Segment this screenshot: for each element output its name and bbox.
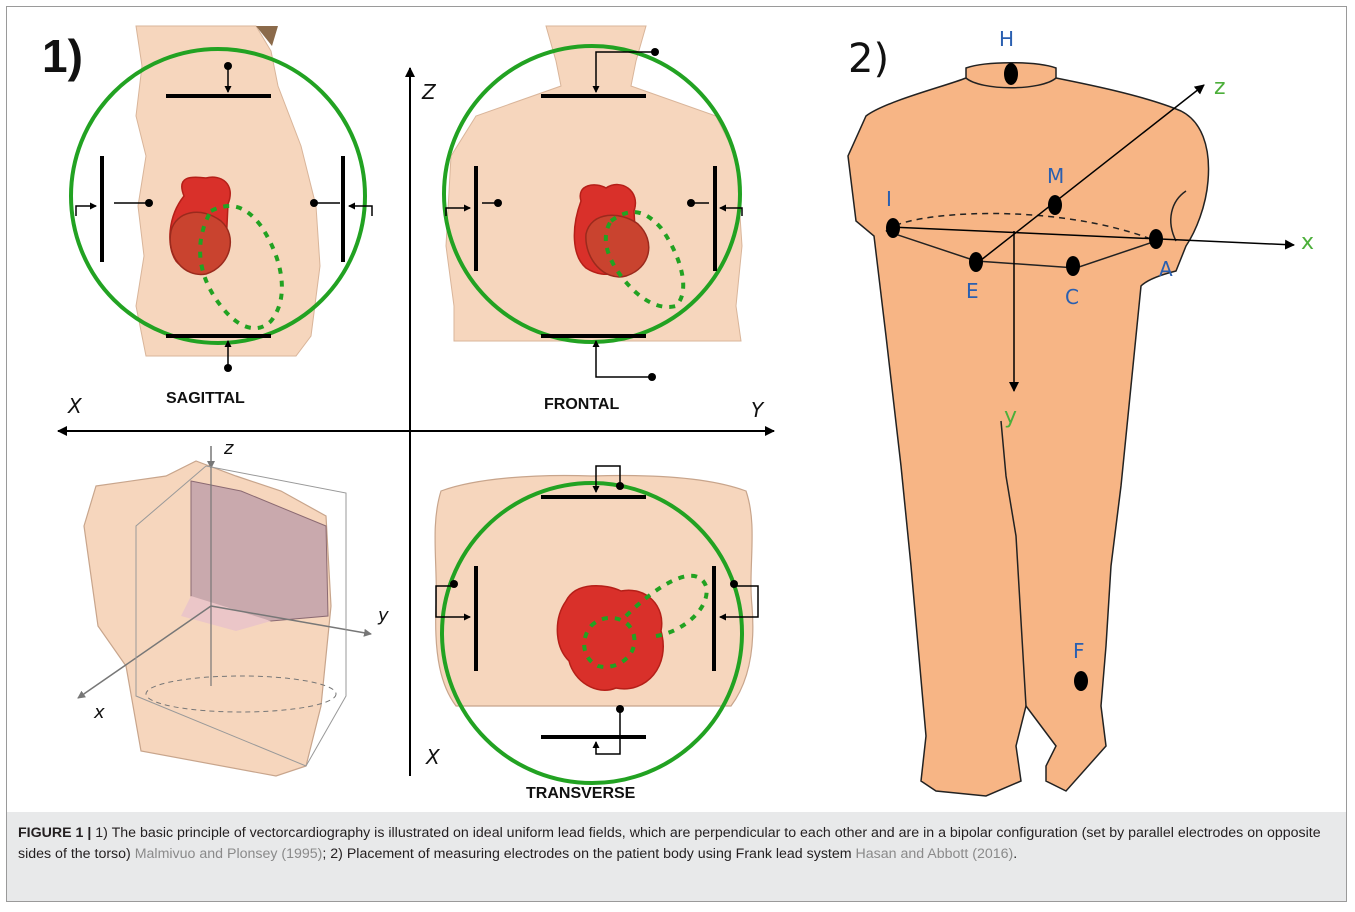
electrode-I-dot [886,218,900,238]
body-outline [848,63,1209,796]
electrode-label-A: A [1159,257,1173,281]
caption-citation-1[interactable]: Malmivuo and Plonsey (1995) [135,846,323,862]
electrode-label-I: I [886,187,892,211]
inset-axis-y: y [377,605,389,626]
frontal-view: FRONTAL [444,26,742,413]
electrode-label-C: C [1065,285,1079,309]
inset-axis-x: x [93,702,105,723]
sagittal-view: SAGITTAL [71,26,372,407]
body-axis-x: x [1301,230,1314,255]
caption-text: FIGURE 1 | 1) The basic principle of vec… [18,823,1335,865]
electrode-C-dot [1066,256,1080,276]
electrode-A-dot [1149,229,1163,249]
electrode-label-E: E [966,279,979,303]
axis-label-z: Z [421,80,437,104]
figure-caption: FIGURE 1 | 1) The basic principle of vec… [7,812,1346,901]
electrode-label-H: H [999,27,1014,51]
caption-figure-label: FIGURE 1 | [18,825,91,841]
panel-1-number: 1) [42,30,83,82]
inset-axis-z: z [223,438,234,459]
caption-body-3: . [1013,846,1017,862]
frontal-label: FRONTAL [544,396,619,413]
electrode-E-dot [969,252,983,272]
transverse-label: TRANSVERSE [526,785,636,802]
axis-label-x-left: X [67,394,83,418]
axis-label-y-right: Y [751,398,765,422]
panel-1: 1) Z X Y X [42,26,774,802]
electrode-F-dot [1074,671,1088,691]
sagittal-label: SAGITTAL [166,390,245,407]
caption-body-2: ; 2) Placement of measuring electrodes o… [322,846,855,862]
body-axis-y: y [1004,404,1017,429]
panel-2: 2) x y z H M I E C A [848,27,1314,796]
electrode-label-M: M [1047,164,1064,188]
panel-2-number: 2) [848,36,889,82]
figure-illustration: 1) Z X Y X [6,6,1347,812]
axis-label-x-bottom: X [425,745,441,769]
caption-citation-2[interactable]: Hasan and Abbott (2016) [856,846,1014,862]
transverse-view: TRANSVERSE [435,466,758,802]
electrode-H-dot [1004,63,1018,85]
inset-3d-torso: z y x [78,438,389,776]
body-axis-z: z [1214,75,1226,100]
electrode-M-dot [1048,195,1062,215]
electrode-label-F: F [1073,639,1085,663]
